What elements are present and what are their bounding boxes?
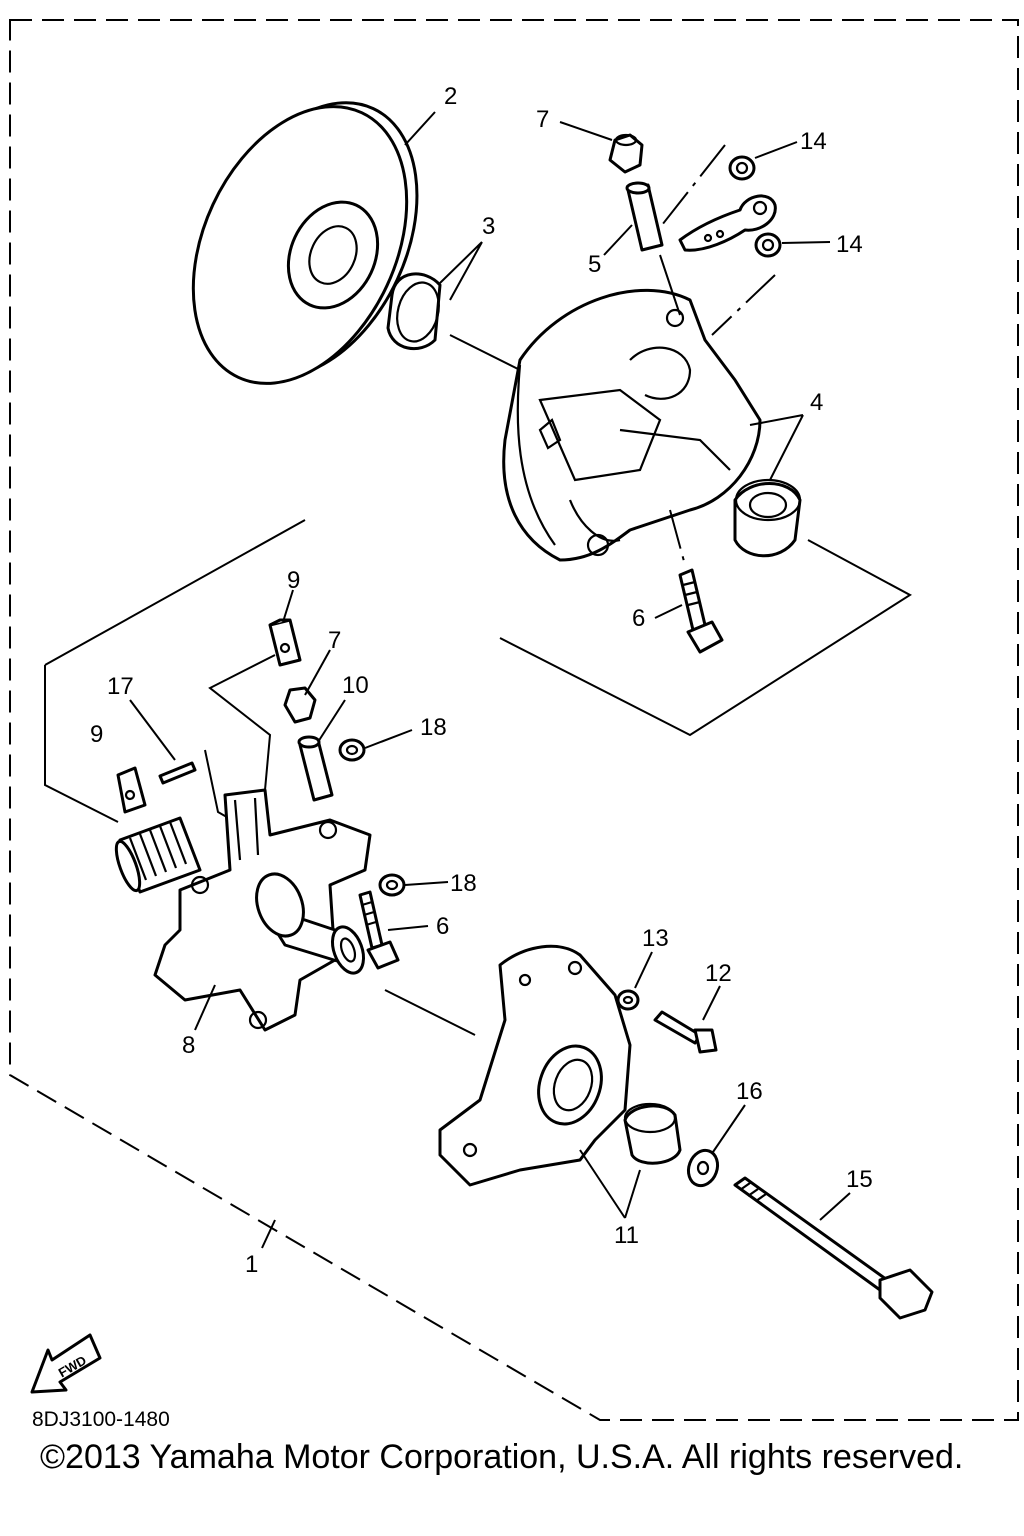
- callout-labels: 1 2 3 4 5 6 6 7 7 8 9 9 10 11 12 13 14 1…: [90, 83, 873, 1278]
- roller-pin: [625, 181, 664, 252]
- bolt-12: [653, 1010, 718, 1054]
- cap-nut-lower: [283, 686, 317, 724]
- bolt-lower: [358, 890, 400, 970]
- subassembly-outline-upper: [44, 519, 912, 823]
- bolt-upper: [678, 568, 724, 654]
- callout-7-lower: 7: [328, 627, 341, 654]
- copyright-notice: ©2013 Yamaha Motor Corporation, U.S.A. A…: [40, 1438, 964, 1476]
- arm-assembly-line: [661, 144, 776, 336]
- callout-9-lower: 9: [90, 721, 103, 748]
- weight-arm: [678, 194, 777, 252]
- callout-18-upper: 18: [420, 714, 447, 741]
- callout-17: 17: [107, 673, 134, 700]
- callout-6-lower: 6: [436, 913, 449, 940]
- callout-7-upper: 7: [536, 106, 549, 133]
- leader-lines: [129, 111, 851, 1249]
- washer-18-upper: [338, 738, 366, 762]
- callout-11: 11: [614, 1222, 639, 1249]
- pin-axis-line: [659, 254, 681, 316]
- sliding-sheave-housing: [502, 288, 762, 562]
- axis-line-upper: [449, 334, 521, 371]
- long-bolt: [733, 1176, 934, 1320]
- callout-1: 1: [245, 1251, 258, 1278]
- bushing-collar: [386, 272, 442, 350]
- fwd-arrow-icon: FWD: [30, 1333, 102, 1394]
- callout-15: 15: [846, 1166, 873, 1193]
- callout-9-upper: 9: [287, 567, 300, 594]
- cap-nut-upper: [608, 133, 644, 174]
- callout-2: 2: [444, 83, 457, 110]
- spring-pin: [158, 761, 197, 785]
- axis-line-lower: [384, 989, 476, 1036]
- callout-6-upper: 6: [632, 605, 645, 632]
- callout-12: 12: [705, 960, 732, 987]
- callout-5: 5: [588, 251, 601, 278]
- bolt-axis-line: [669, 509, 686, 566]
- callout-18-lower: 18: [450, 870, 477, 897]
- slider-block-upper: [268, 618, 302, 667]
- callout-16: 16: [736, 1078, 763, 1105]
- pin-roller-lower: [297, 735, 334, 802]
- washer-lower: [754, 232, 782, 258]
- sheave-cover: [438, 944, 632, 1187]
- callout-13: 13: [642, 925, 669, 952]
- washer-18-lower: [378, 873, 406, 897]
- diagram-code: 8DJ3100-1480: [32, 1408, 170, 1431]
- washer-upper: [728, 155, 756, 181]
- callout-14-upper: 14: [800, 128, 827, 155]
- callout-4: 4: [810, 389, 823, 416]
- washer-13: [616, 989, 640, 1011]
- callout-10: 10: [342, 672, 369, 699]
- primary-sheave-disc: [191, 101, 419, 385]
- callout-14-lower: 14: [836, 231, 863, 258]
- assembly-boundary: [9, 19, 1019, 1421]
- callout-3: 3: [482, 213, 495, 240]
- callout-8: 8: [182, 1032, 195, 1059]
- cover-bushing: [623, 1102, 682, 1165]
- slider-block-lower: [116, 766, 147, 814]
- washer-16: [686, 1148, 720, 1188]
- spider-assembly: [114, 788, 372, 1032]
- housing-bushing: [733, 478, 802, 558]
